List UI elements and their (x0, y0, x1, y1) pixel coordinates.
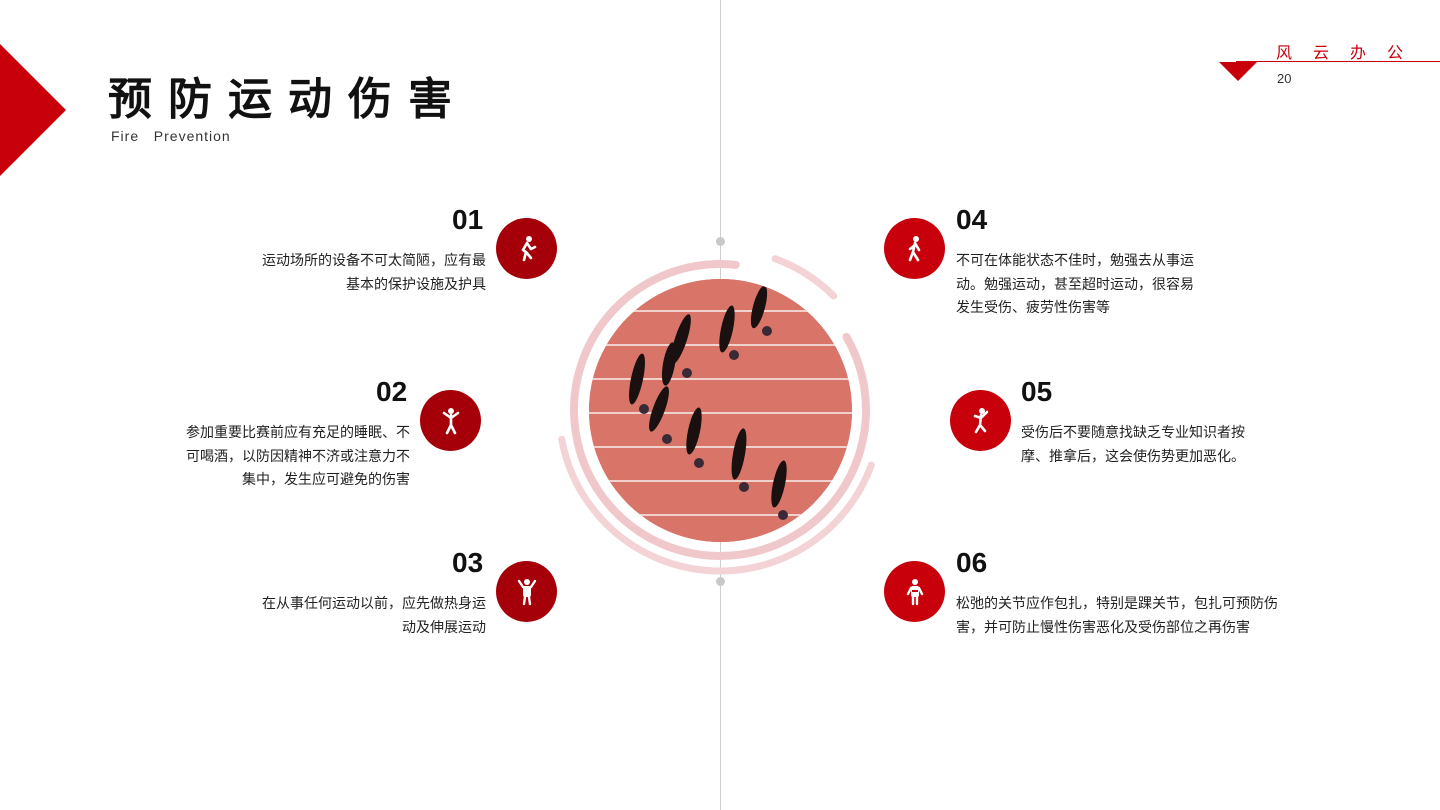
person-running-icon (496, 218, 557, 279)
page-number: 20 (1277, 71, 1292, 86)
brand-underline (1236, 61, 1440, 62)
corner-triangle-decoration (0, 44, 66, 176)
item-01-number: 01 (452, 204, 484, 235)
brand-triangle-decoration (1219, 62, 1257, 81)
item-05-number: 05 (1021, 376, 1053, 407)
item-05-text: 受伤后不要随意找缺乏专业知识者按摩、推拿后，这会使伤势更加恶化。 (1021, 425, 1245, 465)
item-04-text: 不可在体能状态不佳时，勉强去从事运动。勉强运动，甚至超时运动，很容易发生受伤、疲… (956, 253, 1194, 316)
item-06-text: 松弛的关节应作包扎，特别是踝关节，包扎可预防伤害，并可防止慢性伤害恶化及受伤部位… (956, 596, 1278, 636)
item-06-number: 06 (956, 547, 988, 578)
person-walking-icon (884, 218, 945, 279)
track-illustration (589, 279, 852, 542)
person-bandaged-icon (884, 561, 945, 622)
item-03-text: 在从事任何运动以前，应先做热身运动及伸展运动 (262, 596, 486, 636)
decorative-rings (555, 245, 885, 575)
divider-dot-top (716, 237, 725, 246)
divider-dot-bottom (716, 577, 725, 586)
item-03-number: 03 (452, 547, 484, 578)
person-arms-up-icon (420, 390, 481, 451)
item-01-text: 运动场所的设备不可太简陋，应有最基本的保护设施及护具 (262, 253, 486, 293)
page-subtitle: Fire Prevention (111, 128, 231, 144)
person-jumping-icon (950, 390, 1011, 451)
item-02-text: 参加重要比赛前应有充足的睡眠、不可喝酒，以防因精神不济或注意力不集中，发生应可避… (186, 425, 410, 488)
brand-label: 风云办公 (1276, 43, 1425, 62)
person-stretching-icon (496, 561, 557, 622)
page-title: 预防运动伤害 (108, 74, 468, 125)
item-04-number: 04 (956, 204, 988, 235)
running-track-photo (589, 279, 852, 542)
item-02-number: 02 (376, 376, 408, 407)
